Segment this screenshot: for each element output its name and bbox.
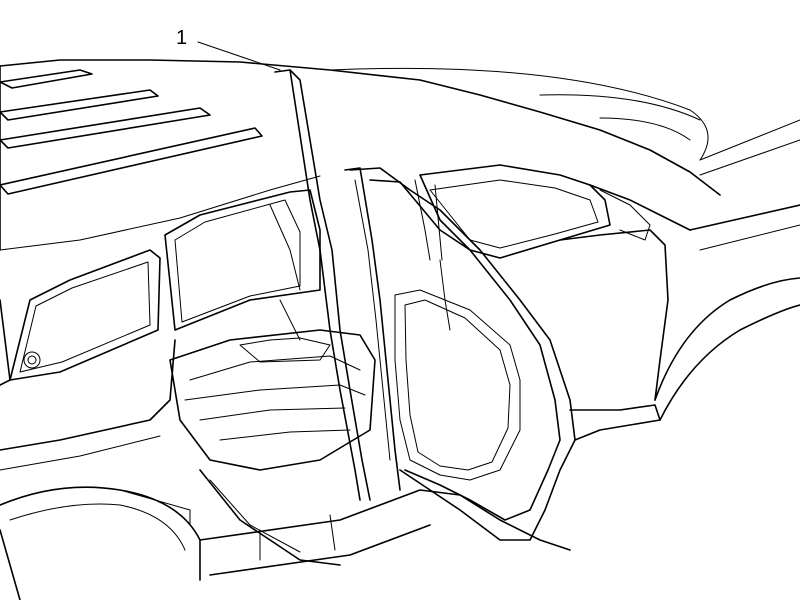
- rear-quarter-window: [9, 249, 161, 381]
- front-body-side: [419, 164, 800, 441]
- rear-door-opening: [164, 189, 321, 331]
- callout-label-1: 1: [176, 27, 188, 49]
- body-side-lower: [0, 299, 201, 600]
- floor-pan: [169, 299, 376, 566]
- front-door: [349, 167, 576, 541]
- roof-panel: [0, 59, 800, 251]
- roof-rails: [0, 69, 263, 195]
- rocker-sill: [199, 489, 571, 576]
- callout-leader-1: [197, 41, 281, 71]
- b-pillar: [274, 69, 401, 501]
